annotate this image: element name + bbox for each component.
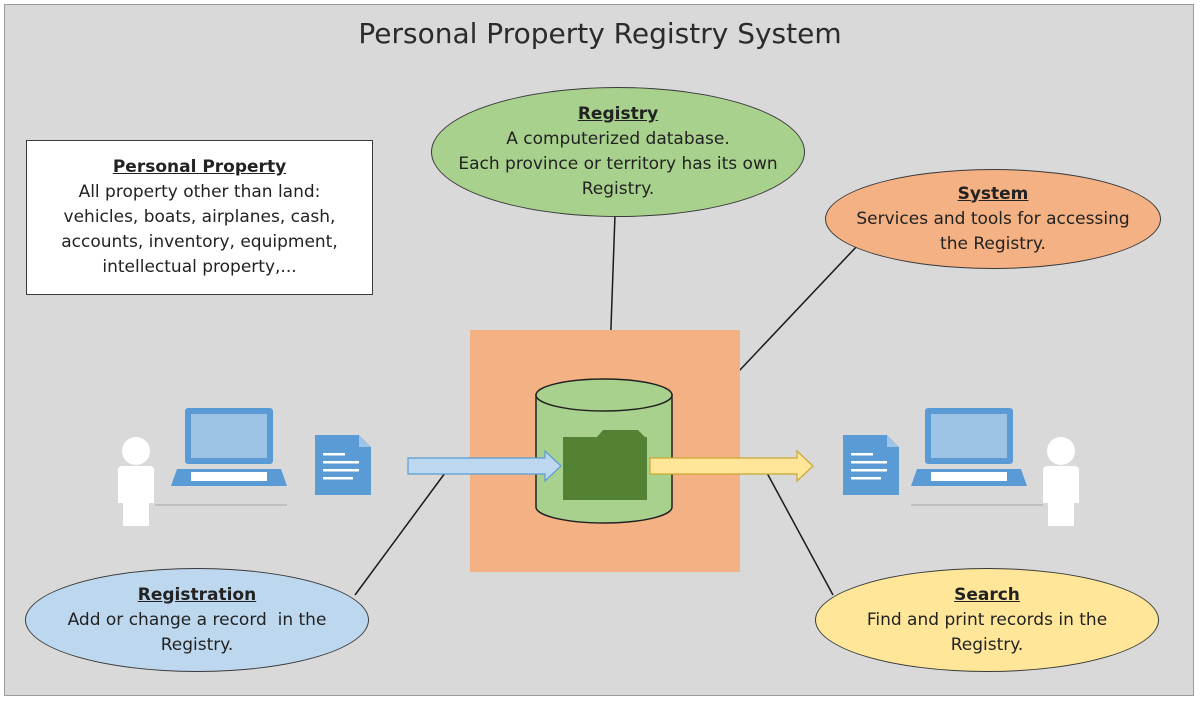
system-line: the Registry. <box>940 233 1046 254</box>
registry-line: Registry. <box>581 179 655 199</box>
database-icon <box>535 378 673 524</box>
search-line: Registry. <box>950 634 1024 655</box>
registry-heading: Registry <box>577 104 659 124</box>
registration-callout: Registration Add or change a record in t… <box>25 568 369 672</box>
search-heading: Search <box>954 584 1020 605</box>
personal-property-box: Personal Property All property other tha… <box>26 140 373 295</box>
personal-property-heading: Personal Property <box>112 157 287 177</box>
connector-search <box>766 472 834 596</box>
registry-line: Each province or territory has its own <box>458 154 778 174</box>
document-icon <box>843 435 899 495</box>
system-box <box>470 330 740 572</box>
personal-property-line: accounts, inventory, equipment, <box>61 232 338 252</box>
folder-icon <box>563 430 647 500</box>
laptop-icon <box>171 408 287 486</box>
registration-line: Add or change a record in the <box>67 609 327 630</box>
registry-line: A computerized database. <box>506 129 730 149</box>
arrow-right-icon <box>407 449 562 483</box>
search-line: Find and print records in the <box>866 609 1108 630</box>
personal-property-line: intellectual property,... <box>102 257 297 277</box>
personal-property-line: vehicles, boats, airplanes, cash, <box>63 207 336 227</box>
connector-registration <box>354 472 446 596</box>
arrow-right-icon <box>649 449 814 483</box>
personal-property-line: All property other than land: <box>78 182 321 202</box>
document-icon <box>315 435 371 495</box>
user-icon <box>118 437 154 526</box>
registry-callout: Registry A computerized database. Each p… <box>431 87 805 217</box>
system-heading: System <box>957 183 1029 204</box>
system-callout: System Services and tools for accessing … <box>825 169 1161 269</box>
connector-system <box>738 244 859 372</box>
system-line: Services and tools for accessing <box>856 208 1130 229</box>
diagram-frame: Personal Property Registry System Person… <box>4 4 1194 696</box>
search-callout: Search Find and print records in the Reg… <box>815 568 1159 672</box>
registration-heading: Registration <box>137 584 257 605</box>
connector-registry <box>608 214 616 384</box>
laptop-icon <box>911 408 1027 486</box>
registration-line: Registry. <box>160 634 234 655</box>
diagram-title: Personal Property Registry System <box>358 17 842 50</box>
user-icon <box>1043 437 1079 526</box>
